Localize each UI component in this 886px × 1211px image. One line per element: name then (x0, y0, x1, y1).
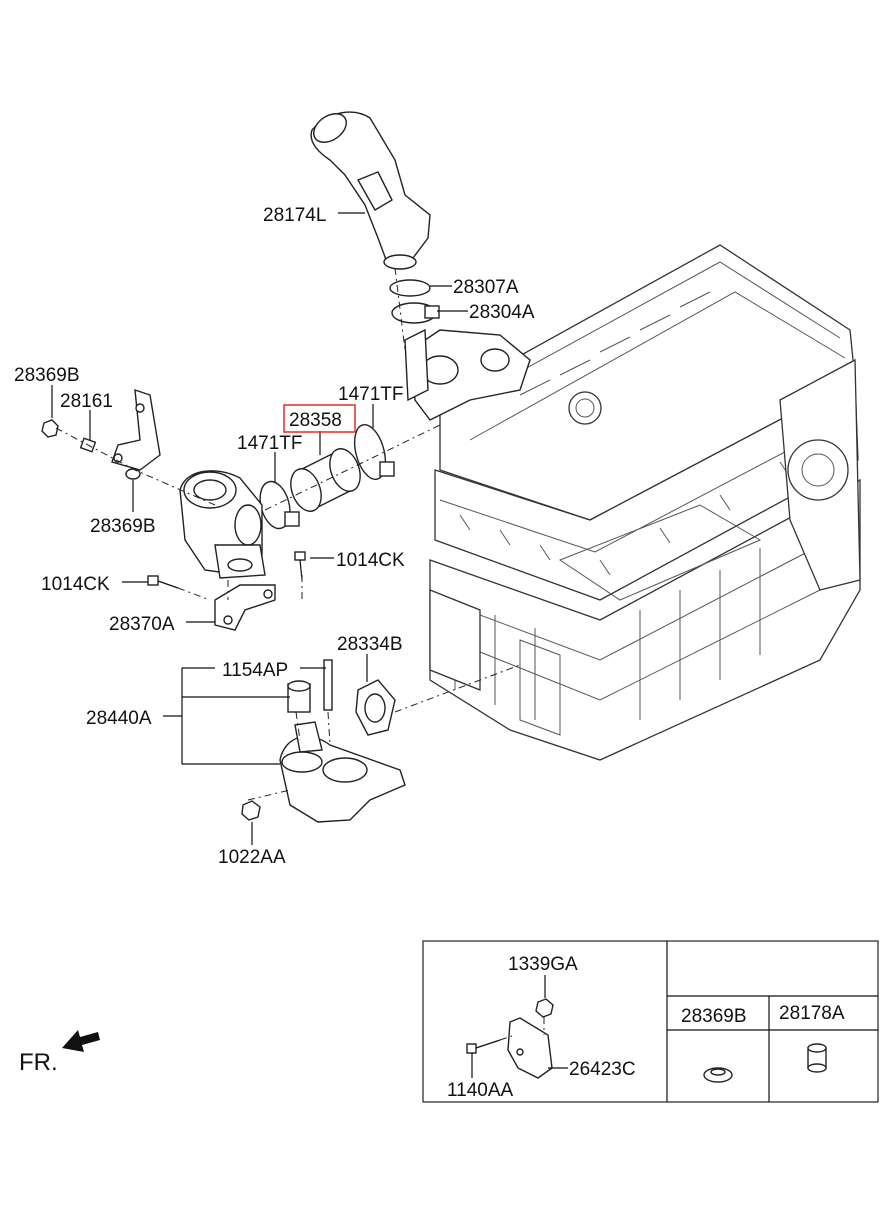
nut-top-part (41, 419, 59, 438)
nut-mid-part (125, 468, 141, 480)
inlet-pipe-part (310, 111, 431, 270)
bolt-left-part (147, 575, 179, 589)
inset-bolt-part (466, 1039, 501, 1054)
label-28174L[interactable]: 28174L (263, 205, 326, 226)
label-28307A[interactable]: 28307A (453, 277, 519, 298)
inset-nut-part (535, 998, 554, 1018)
label-1471TF-right[interactable]: 1471TF (338, 384, 403, 405)
label-1022AA[interactable]: 1022AA (218, 847, 286, 868)
engine-block (429, 244, 861, 761)
stud-1154AP-part (323, 659, 333, 711)
label-1471TF-left[interactable]: 1471TF (237, 433, 302, 454)
clamp-right-part (353, 424, 395, 480)
label-1154AP[interactable]: 1154AP (222, 660, 288, 681)
support-bracket-part (214, 584, 276, 631)
inset-label-26423C[interactable]: 26423C (569, 1059, 636, 1080)
highlight-box-28358 (283, 404, 356, 433)
part-labels: 28174L 28307A 28304A 28369B 28161 1471TF… (14, 205, 535, 868)
hose-part (290, 448, 361, 512)
bolt-right-part (294, 551, 306, 581)
label-28334B[interactable]: 28334B (337, 634, 403, 655)
front-arrow-icon (62, 1030, 100, 1052)
label-28304A[interactable]: 28304A (469, 302, 535, 323)
inset-nut-28369B-part (703, 1067, 733, 1083)
inset-label-28178A[interactable]: 28178A (779, 1003, 845, 1024)
label-1014CK-left[interactable]: 1014CK (41, 574, 110, 595)
front-direction-label: FR. (19, 1049, 58, 1076)
label-1014CK-right[interactable]: 1014CK (336, 550, 405, 571)
clamp-part (391, 302, 440, 324)
label-28161[interactable]: 28161 (60, 391, 113, 412)
inset-table: 1339GA 26423C 1140AA 28369B 28178A (422, 940, 879, 1103)
inset-label-1339GA[interactable]: 1339GA (508, 954, 578, 975)
turbo-housing-outlet (404, 328, 531, 421)
sleeve-part (287, 680, 311, 713)
exhaust-elbow-part (279, 721, 406, 823)
leader-lines (51, 212, 468, 845)
label-28358[interactable]: 28358 (289, 410, 342, 431)
front-direction-indicator: FR. (19, 1030, 100, 1076)
inset-bracket-part (507, 1017, 553, 1079)
assembly-center-lines (55, 267, 521, 801)
inset-bushing-28178A-part (807, 1043, 827, 1073)
gasket-part (389, 279, 431, 297)
turbocharger-part (179, 470, 266, 579)
bracket-part (111, 388, 161, 471)
label-28369B-mid[interactable]: 28369B (90, 516, 156, 537)
inset-label-28369B[interactable]: 28369B (681, 1006, 747, 1027)
label-28370A[interactable]: 28370A (109, 614, 175, 635)
label-28369B-top[interactable]: 28369B (14, 365, 80, 386)
nut-bottom-part (241, 800, 261, 821)
flange-gasket-part (355, 679, 396, 736)
inset-label-1140AA[interactable]: 1140AA (447, 1080, 514, 1101)
label-28440A[interactable]: 28440A (86, 708, 152, 729)
